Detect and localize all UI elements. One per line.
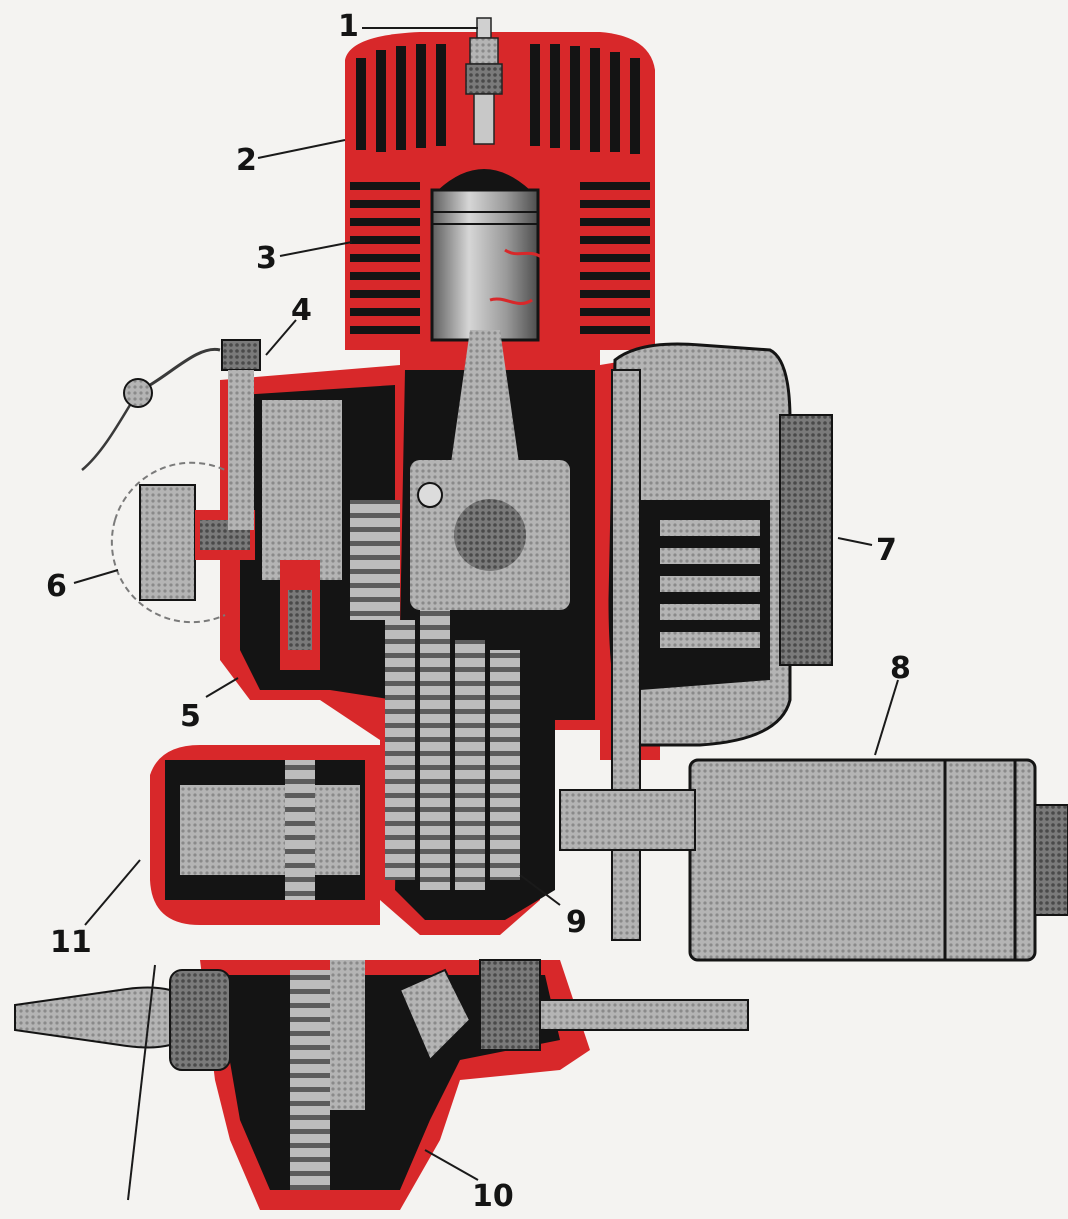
gearbox-gears <box>385 610 520 890</box>
lower-gear-housing <box>150 745 380 925</box>
callout-8: 8 <box>890 651 911 686</box>
cylinder-barrel-fins <box>350 182 650 334</box>
callout-1: 1 <box>338 9 359 44</box>
callout-3: 3 <box>256 241 277 276</box>
flywheel-generator <box>608 342 833 941</box>
callout-10: 10 <box>472 1179 514 1214</box>
callout-6: 6 <box>46 569 67 604</box>
callout-7: 7 <box>876 533 897 568</box>
piston <box>430 169 550 342</box>
starter-motor <box>559 758 1068 962</box>
callout-2: 2 <box>236 143 257 178</box>
carburettor <box>110 461 255 624</box>
callout-4: 4 <box>291 293 312 328</box>
clutch-assembly <box>262 400 400 670</box>
final-drive <box>14 959 749 1210</box>
callout-5: 5 <box>180 699 201 734</box>
leader-lines <box>73 27 899 1201</box>
throttle-cable <box>81 339 261 530</box>
callout-9: 9 <box>566 905 587 940</box>
callout-labels: 1 2 3 4 5 6 7 8 9 10 11 <box>46 9 911 1214</box>
spark-plug <box>465 17 503 145</box>
callout-11: 11 <box>50 925 92 960</box>
